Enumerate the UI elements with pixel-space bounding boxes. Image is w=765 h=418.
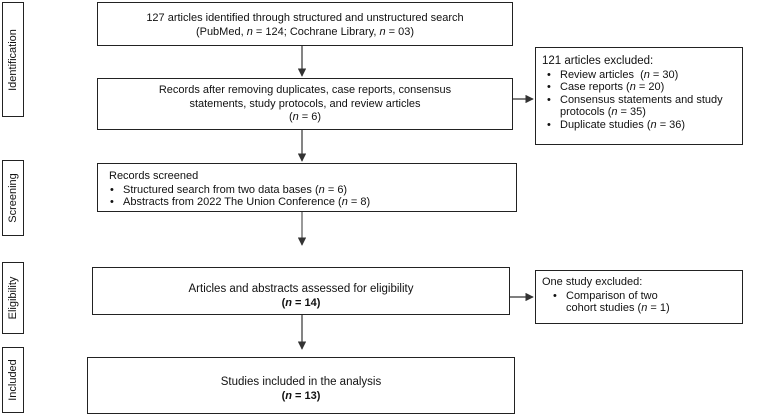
- after-duplicates-line3: (n = 6): [288, 111, 322, 123]
- assessed-line1: Articles and abstracts assessed for elig…: [188, 283, 414, 295]
- excluded-study-list: Comparison of two cohort studies (n = 1): [542, 290, 742, 315]
- after-duplicates-line1: Records after removing duplicates, case …: [158, 84, 452, 96]
- excluded-articles-list: Review articles (n = 30) Case reports (n…: [542, 69, 736, 132]
- identified-line2: (PubMed, n = 124; Cochrane Library, n = …: [195, 25, 415, 38]
- excluded-study-title: One study excluded:: [542, 276, 643, 288]
- stage-screening: Screening: [2, 160, 24, 236]
- stage-identification: Identification: [2, 2, 24, 117]
- assessed-line2: (n = 14): [281, 296, 321, 309]
- records-screened-title: Records screened: [109, 170, 199, 182]
- list-item: Comparison of two cohort studies (n = 1): [553, 290, 742, 315]
- list-item: Review articles (n = 30): [547, 69, 736, 82]
- excluded-study-box: One study excluded: Comparison of two co…: [535, 270, 743, 324]
- records-screened-box: Records screened Structured search from …: [97, 163, 517, 212]
- identified-box: 127 articles identified through structur…: [97, 2, 513, 46]
- included-line1: Studies included in the analysis: [220, 376, 382, 388]
- stage-included: Included: [2, 347, 24, 413]
- identified-line1: 127 articles identified through structur…: [146, 12, 464, 24]
- excluded-articles-title: 121 articles excluded:: [542, 55, 654, 67]
- after-duplicates-line2: statements, study protocols, and review …: [189, 97, 421, 110]
- list-item: Abstracts from 2022 The Union Conference…: [110, 196, 516, 209]
- list-item: Consensus statements and study protocols…: [547, 94, 736, 119]
- after-duplicates-box: Records after removing duplicates, case …: [97, 78, 513, 130]
- list-item: Case reports (n = 20): [547, 81, 736, 94]
- excluded-articles-box: 121 articles excluded: Review articles (…: [535, 47, 743, 145]
- list-item: Duplicate studies (n = 36): [547, 119, 736, 132]
- stage-eligibility: Eligibility: [2, 262, 24, 334]
- included-line2: (n = 13): [281, 389, 321, 402]
- assessed-box: Articles and abstracts assessed for elig…: [92, 267, 510, 315]
- list-item: Structured search from two data bases (n…: [110, 184, 516, 197]
- included-box: Studies included in the analysis (n = 13…: [87, 357, 515, 414]
- records-screened-list: Structured search from two data bases (n…: [109, 184, 516, 209]
